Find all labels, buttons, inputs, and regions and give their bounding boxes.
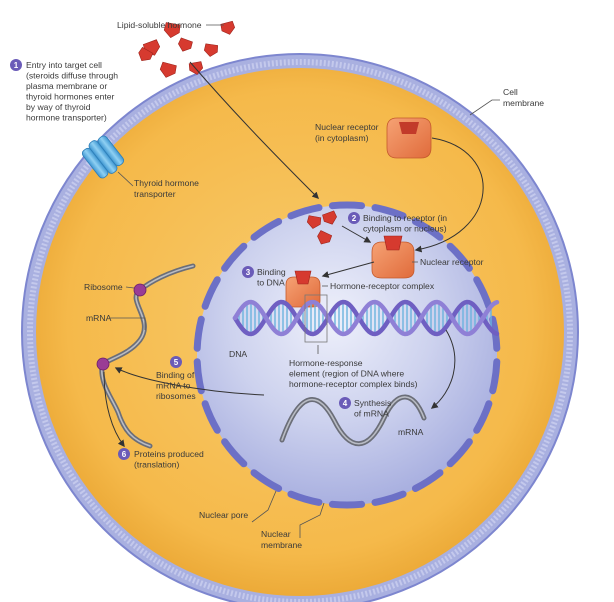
nuclear-membrane-segment xyxy=(328,201,366,210)
nuclear-membrane-segment xyxy=(446,438,473,468)
label-hormone-response-element: Hormone-response element (region of DNA … xyxy=(289,358,418,389)
nuclear-membrane-segment xyxy=(473,400,493,434)
nuclear-receptor-cytoplasm xyxy=(386,117,432,159)
step-5-number: 5 xyxy=(174,358,179,367)
step-4-badge xyxy=(339,397,351,409)
nuclear-membrane-segment xyxy=(221,438,248,468)
arrow-binding-to-dna xyxy=(321,261,375,278)
nuclear-membrane-segment xyxy=(287,490,323,506)
step-6-badge xyxy=(118,448,130,460)
nuclear-membrane-segment xyxy=(250,218,283,241)
nuclear-membrane-segment xyxy=(411,469,444,492)
label-nuclear-receptor-cytoplasm: Nuclear receptor (in cytoplasm) xyxy=(315,122,381,143)
label-cell-membrane: Cell membrane xyxy=(503,87,544,108)
nuclear-receptor-nucleus xyxy=(371,235,415,279)
step-6: 6 Proteins produced (translation) xyxy=(118,448,206,470)
arrow-mrna-to-ribosome xyxy=(114,367,265,396)
step-2-number: 2 xyxy=(352,214,357,223)
nuclear-membrane-segment xyxy=(193,358,205,395)
dna-double-helix xyxy=(232,299,500,337)
label-nuclear-pore: Nuclear pore xyxy=(199,510,248,520)
step-4-number: 4 xyxy=(343,399,348,408)
step-6-text: Proteins produced (translation) xyxy=(134,449,206,470)
step-3: 3 Binding to DNA xyxy=(242,266,288,288)
step-1-badge xyxy=(10,59,22,71)
label-nuclear-membrane: Nuclear membrane xyxy=(261,529,302,550)
nuclear-membrane-segment xyxy=(446,242,473,272)
nuclear-membrane-segment xyxy=(371,490,407,506)
step-5-text: Binding of mRNA to ribosomes xyxy=(156,370,197,401)
leader-lines xyxy=(110,24,500,538)
nuclear-membrane xyxy=(193,201,501,509)
step-4: 4 Synthesis of mRNA xyxy=(339,397,394,419)
step-5-badge xyxy=(170,356,182,368)
step-1-number: 1 xyxy=(14,61,19,70)
label-lipid-soluble-hormone: Lipid-soluble hormone xyxy=(117,20,202,30)
step-1-text: Entry into target cell (steroids diffuse… xyxy=(26,60,120,123)
label-ribosome: Ribosome xyxy=(84,282,123,292)
nuclear-membrane-segment xyxy=(371,204,407,220)
arrow-receptor-to-nucleus xyxy=(414,137,484,253)
nuclear-membrane-segment xyxy=(489,358,501,395)
arrow-hormone-entry xyxy=(189,61,319,199)
hormone-molecule xyxy=(220,20,236,35)
hormone-molecule xyxy=(306,215,322,229)
dna-strand-b xyxy=(232,299,500,337)
nuclear-membrane-segment xyxy=(201,400,221,434)
nuclear-membrane-segment xyxy=(201,276,221,310)
step-4-text: Synthesis of mRNA xyxy=(354,398,394,419)
step-1: 1 Entry into target cell (steroids diffu… xyxy=(10,59,120,123)
step-3-number: 3 xyxy=(246,268,251,277)
step-5: 5 Binding of mRNA to ribosomes xyxy=(156,356,197,401)
nuclear-membrane-segment xyxy=(411,218,444,241)
nuclear-membrane-segment xyxy=(287,204,323,220)
nucleus-interior xyxy=(197,205,497,505)
label-nuclear-receptor: Nuclear receptor xyxy=(420,257,484,267)
hormone-molecule xyxy=(138,46,154,62)
nuclear-membrane-segment xyxy=(221,242,248,272)
arrow-mrna-synthesis xyxy=(430,329,456,409)
hormone-receptor-complex xyxy=(285,270,321,308)
ribosome-upper xyxy=(133,283,147,297)
label-dna: DNA xyxy=(229,349,247,359)
step-3-badge xyxy=(242,266,254,278)
hormone-molecule xyxy=(178,37,193,52)
step-2: 2 Binding to receptor (in cytoplasm or n… xyxy=(348,212,449,234)
hormone-molecule xyxy=(203,43,219,57)
label-thyroid-hormone-transporter: Thyroid hormone transporter xyxy=(134,178,201,199)
label-hormone-receptor-complex: Hormone-receptor complex xyxy=(330,281,435,291)
dna-strand-a xyxy=(232,299,500,337)
nucleus xyxy=(193,201,501,509)
arrow-protein-production xyxy=(103,371,125,448)
hormone-molecule xyxy=(317,230,333,245)
step-3-text: Binding to DNA xyxy=(257,267,288,288)
nuclear-membrane-segment xyxy=(328,500,366,509)
label-mrna-nucleus: mRNA xyxy=(398,427,424,437)
arrow-hormone-binding xyxy=(341,225,372,243)
thyroid-hormone-transporter xyxy=(81,135,125,179)
nuclear-membrane-segment xyxy=(193,315,205,352)
ribosome-lower xyxy=(96,357,110,371)
hormone-molecule xyxy=(322,210,337,225)
label-mrna-cytoplasm: mRNA xyxy=(86,313,112,323)
hormone-molecule xyxy=(159,61,177,78)
step-2-badge xyxy=(348,212,360,224)
step-6-number: 6 xyxy=(122,450,127,459)
hormone-molecules-nucleus xyxy=(306,210,337,245)
hormone-molecules-extracellular xyxy=(138,20,236,78)
hormone-response-element xyxy=(304,294,328,343)
nuclear-membrane-segment xyxy=(250,469,283,492)
hormone-molecule xyxy=(163,22,181,38)
step-2-text: Binding to receptor (in cytoplasm or nuc… xyxy=(363,213,449,234)
cell-membrane-inner-band xyxy=(27,59,573,602)
mrna-nucleus-strand-highlight xyxy=(281,396,425,445)
